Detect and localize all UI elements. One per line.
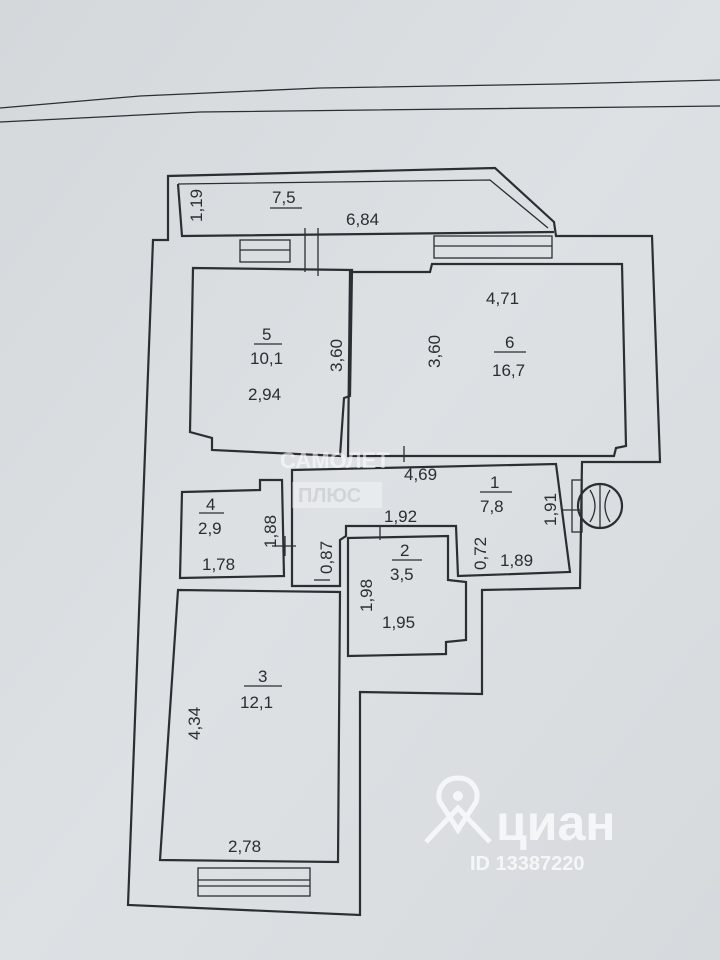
plus-watermark-text: ПЛЮС [298,485,361,507]
balcony-depth: 1,19 [187,189,206,222]
room-4-area: 2,9 [198,519,222,538]
room-3-outline [158,588,342,864]
samolet-watermark: САМОЛЕТ ПЛЮС [280,448,390,508]
room-5-outline [188,266,354,458]
dim-room1-width: 1,89 [500,551,533,570]
balcony-width: 6,84 [346,210,379,229]
room-1-number: 1 [490,473,499,492]
room-5-number: 5 [262,325,271,344]
room-6-outline [346,262,628,458]
location-pin-icon [424,775,492,844]
fraction-bars [199,343,526,687]
dim-room6-width: 4,71 [486,289,519,308]
dim-room5-width: 2,94 [248,385,281,404]
dim-corridor-width: 0,87 [317,541,336,574]
dim-room2-top: 1,92 [384,507,417,526]
dim-room4-height: 1,88 [261,515,280,548]
dim-room3-width: 2,78 [228,837,261,856]
room-1-area: 7,8 [480,497,504,516]
room-2-area: 3,5 [390,565,414,584]
room-6-number: 6 [505,333,514,352]
room-2-outline [346,534,468,658]
room-2-number: 2 [400,541,409,560]
room-4-outline [178,478,286,580]
room-5-area: 10,1 [250,349,283,368]
cian-id-text: ID 13387220 [470,853,585,875]
dim-room1-step: 0,72 [471,537,490,570]
sheet-border [0,79,720,123]
room-3-number: 3 [258,667,267,686]
riser-icon [571,479,624,533]
dimension-ticks [272,446,580,581]
balcony-area: 7,5 [272,188,296,207]
dim-room2-width: 1,95 [382,613,415,632]
dim-room5-height: 3,60 [327,339,346,372]
exterior-walls [126,166,662,917]
dim-room6-bottom: 4,69 [404,465,437,484]
dim-room1-height: 1,91 [541,493,560,526]
dim-room3-height: 4,34 [185,707,204,740]
cian-watermark: циан ID 13387220 [424,775,615,875]
windows [197,228,553,897]
cian-watermark-text: циан [496,795,615,851]
room-6-area: 16,7 [492,361,525,380]
room-4-number: 4 [206,495,215,514]
dim-room2-height: 1,98 [357,579,376,612]
room-3-area: 12,1 [240,693,273,712]
dim-room6-height: 3,60 [425,335,444,368]
room-1-outline [290,462,572,588]
samolet-watermark-text: САМОЛЕТ [280,448,390,473]
dim-room4-width: 1,78 [202,555,235,574]
